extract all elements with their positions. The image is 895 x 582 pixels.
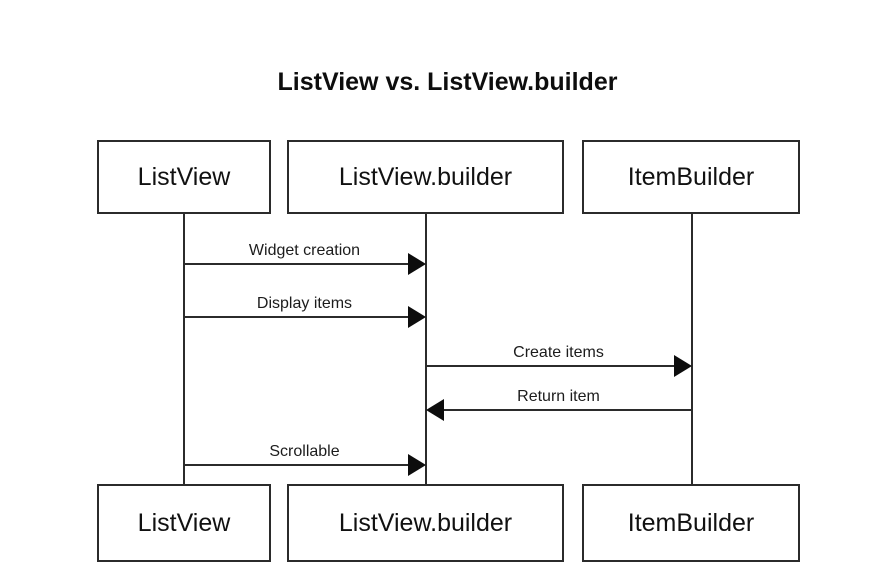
lifeline-itembuilder <box>691 213 693 485</box>
participant-box-top-listview-builder[interactable]: ListView.builder <box>287 140 564 214</box>
message-label-widget-creation: Widget creation <box>248 242 361 259</box>
message-label-scrollable: Scrollable <box>269 443 340 460</box>
participant-box-top-itembuilder[interactable]: ItemBuilder <box>582 140 800 214</box>
message-label-display-items: Display items <box>256 295 353 312</box>
participant-label: ListView.builder <box>338 162 513 191</box>
message-line-return-item <box>435 409 692 411</box>
arrow-left-icon-return-item <box>426 399 444 421</box>
message-label-create-items: Create items <box>513 344 604 361</box>
message-line-display-items <box>184 316 417 318</box>
message-line-widget-creation <box>184 263 417 265</box>
participant-box-bottom-itembuilder[interactable]: ItemBuilder <box>582 484 800 562</box>
participant-label: ItemBuilder <box>627 162 755 191</box>
participant-label: ListView.builder <box>338 508 513 537</box>
participant-label: ItemBuilder <box>627 508 755 537</box>
arrow-right-icon-scrollable <box>408 454 426 476</box>
participant-label: ListView <box>137 508 231 537</box>
lifeline-listview-builder <box>425 213 427 485</box>
message-label-return-item: Return item <box>517 388 600 405</box>
participant-label: ListView <box>137 162 231 191</box>
participant-box-top-listview[interactable]: ListView <box>97 140 271 214</box>
message-line-scrollable <box>184 464 417 466</box>
arrow-right-icon-create-items <box>674 355 692 377</box>
diagram-title: ListView vs. ListView.builder <box>277 68 618 96</box>
arrow-right-icon-display-items <box>408 306 426 328</box>
participant-box-bottom-listview[interactable]: ListView <box>97 484 271 562</box>
arrow-right-icon-widget-creation <box>408 253 426 275</box>
lifeline-listview <box>183 213 185 485</box>
message-line-create-items <box>426 365 683 367</box>
participant-box-bottom-listview-builder[interactable]: ListView.builder <box>287 484 564 562</box>
